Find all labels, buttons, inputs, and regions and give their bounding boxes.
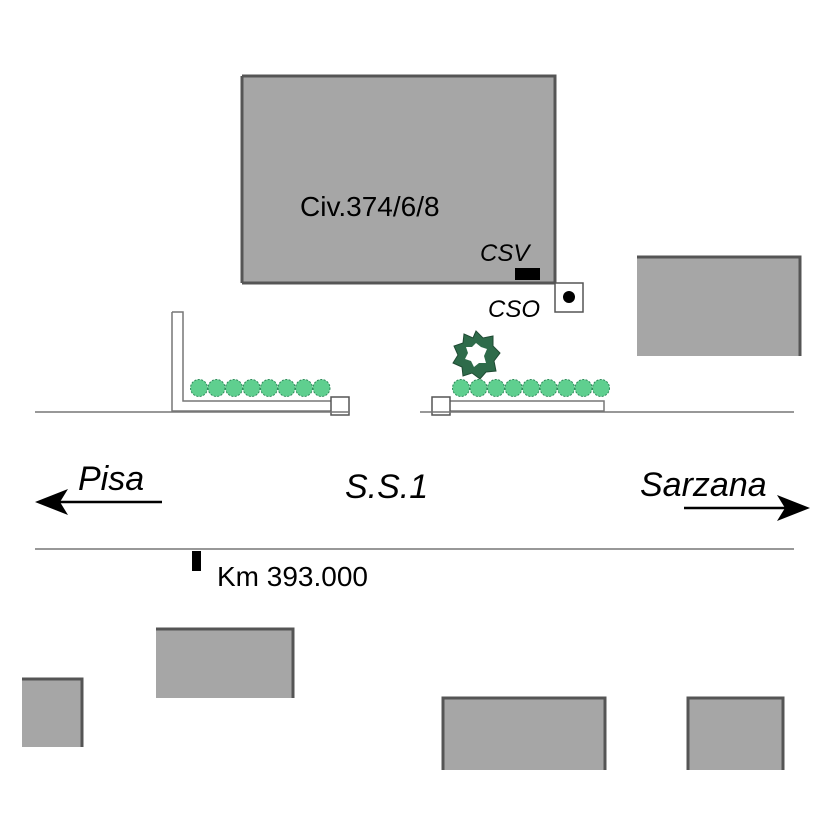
tree-icon — [452, 330, 501, 380]
building-bottom-center-left — [156, 627, 295, 698]
csv-meter-box — [515, 268, 540, 280]
hedge-bush — [539, 379, 558, 397]
hedge-bush — [242, 379, 261, 397]
sarzana-label: Sarzana — [640, 466, 767, 504]
km-marker-label: Km 393.000 — [217, 561, 368, 592]
hedge-bush — [207, 379, 226, 397]
left-gate-post — [330, 396, 350, 416]
building-bottom-right — [686, 696, 785, 770]
main-building — [240, 74, 557, 285]
arrow-right-icon — [684, 495, 810, 521]
hedge-bush — [312, 379, 331, 397]
hedge-bush — [592, 379, 610, 397]
hedge-bush — [260, 379, 278, 397]
building-bottom-left — [22, 677, 84, 747]
hedge-bush — [452, 379, 470, 397]
right-gate-post — [431, 396, 451, 416]
hedge-bush — [522, 379, 540, 397]
building-bottom-center-right — [441, 696, 607, 770]
right-wall — [431, 396, 605, 416]
arrow-left-icon — [35, 489, 162, 515]
km-marker-post — [192, 551, 201, 571]
cso-meter-dot — [563, 291, 575, 303]
hedge-bush — [504, 379, 523, 397]
left-hedge — [190, 379, 331, 397]
right-hedge — [452, 379, 610, 397]
building-label: Civ.374/6/8 — [300, 191, 440, 222]
hedge-bush — [574, 379, 593, 397]
hedge-bush — [295, 379, 313, 397]
csv-label: CSV — [480, 240, 531, 267]
hedge-bush — [190, 379, 208, 397]
hedge-bush — [557, 379, 575, 397]
hedge-bush — [277, 379, 296, 397]
left-wall — [171, 311, 350, 416]
road-label: S.S.1 — [345, 468, 428, 506]
hedge-bush — [469, 379, 488, 397]
pisa-label: Pisa — [78, 460, 144, 498]
building-right-top — [637, 255, 802, 356]
hedge-bush — [487, 379, 505, 397]
hedge-bush — [225, 379, 243, 397]
cso-label: CSO — [488, 296, 540, 323]
